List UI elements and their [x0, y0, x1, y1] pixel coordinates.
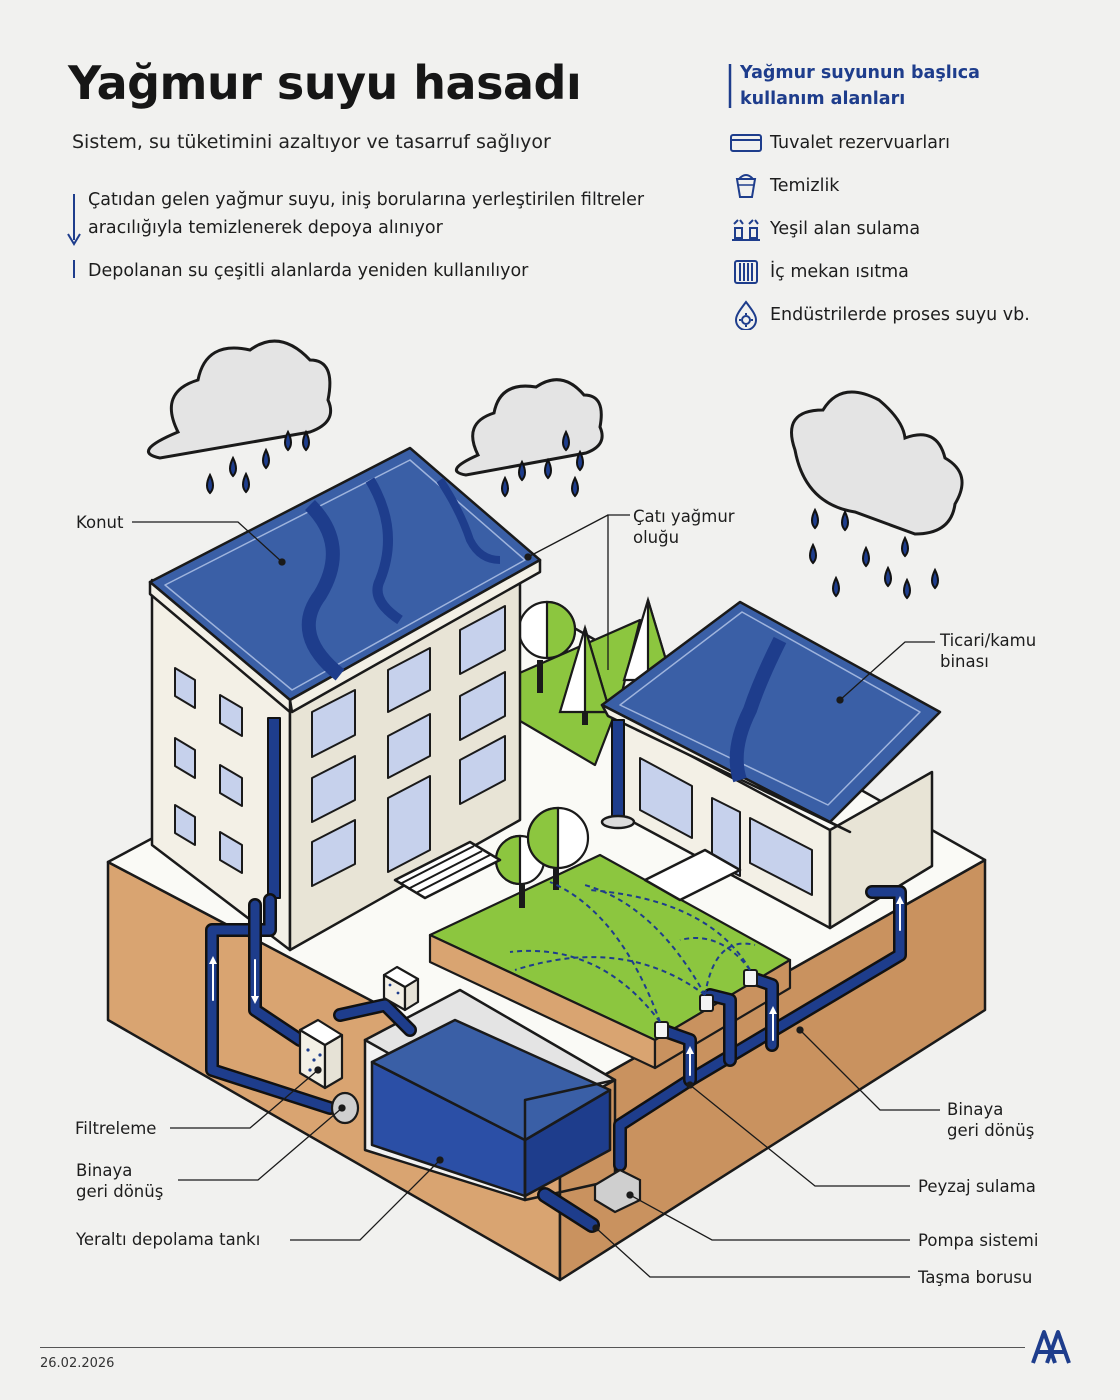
leader-lines: [132, 514, 940, 1278]
use-item-cleaning: Temizlik: [730, 171, 839, 201]
label-filtration: Filtreleme: [75, 1119, 157, 1138]
use-item-label: Yeşil alan sulama: [770, 219, 921, 239]
use-item-irrigation: Yeşil alan sulama: [730, 214, 920, 244]
cloud-icon: [790, 390, 964, 536]
use-item-label: İç mekan ısıtma: [770, 262, 909, 282]
raindrops-icon: [501, 429, 584, 498]
label-return-to-building-left: Binaya geri dönüş: [76, 1161, 164, 1201]
radiator-icon: [730, 257, 762, 287]
use-item-label: Tuvalet rezervuarları: [770, 133, 950, 153]
pump: [330, 1091, 642, 1214]
label-commercial-building: Ticari/kamu binası: [940, 631, 1037, 671]
label-roof-gutter: Çatı yağmur oluğu: [633, 507, 735, 547]
step-arrow-icon: [67, 194, 81, 246]
publish-date: 26.02.2026: [40, 1356, 115, 1371]
page-subtitle: Sistem, su tüketimini azaltıyor ve tasar…: [72, 131, 551, 153]
use-item-label: Endüstrilerde proses suyu vb.: [770, 305, 1030, 325]
label-landscape-irrigation: Peyzaj sulama: [918, 1177, 1036, 1196]
label-underground-tank: Yeraltı depolama tankı: [76, 1230, 261, 1249]
footer-divider: [40, 1347, 1025, 1348]
label-overflow-pipe: Taşma borusu: [918, 1268, 1033, 1287]
water-drop-gear-icon: [730, 300, 762, 330]
sprinkler-icon: [730, 214, 762, 244]
step-description-2: Depolanan su çeşitli alanlarda yeniden k…: [88, 261, 529, 281]
commercial-building: [600, 600, 942, 930]
label-konut: Konut: [76, 513, 124, 532]
step-description-1: Çatıdan gelen yağmur suyu, iniş boruları…: [88, 190, 645, 238]
uses-title: Yağmur suyunun başlıca kullanım alanları: [740, 63, 980, 109]
bucket-icon: [730, 171, 762, 201]
underground-tank: [363, 988, 617, 1202]
use-item-toilet: Tuvalet rezervuarları: [730, 128, 950, 158]
label-return-to-building-right: Binaya geri dönüş: [947, 1100, 1035, 1140]
use-item-heating: İç mekan ısıtma: [730, 257, 909, 287]
cloud-icon: [454, 378, 604, 477]
label-pump-system: Pompa sistemi: [918, 1231, 1039, 1250]
agency-logo-icon: [1031, 1330, 1071, 1364]
pipes: [205, 885, 907, 1233]
use-item-industrial: Endüstrilerde proses suyu vb.: [730, 300, 1030, 330]
page-title: Yağmur suyu hasadı: [68, 56, 582, 110]
raindrops-icon: [206, 429, 310, 495]
sprinklers: [509, 881, 758, 1039]
cloud-icon: [147, 339, 333, 460]
filter-box: [298, 965, 420, 1090]
residential-building: [148, 446, 542, 952]
use-item-label: Temizlik: [770, 176, 840, 196]
raindrops-icon: [809, 507, 939, 600]
toilet-tank-icon: [730, 128, 762, 158]
